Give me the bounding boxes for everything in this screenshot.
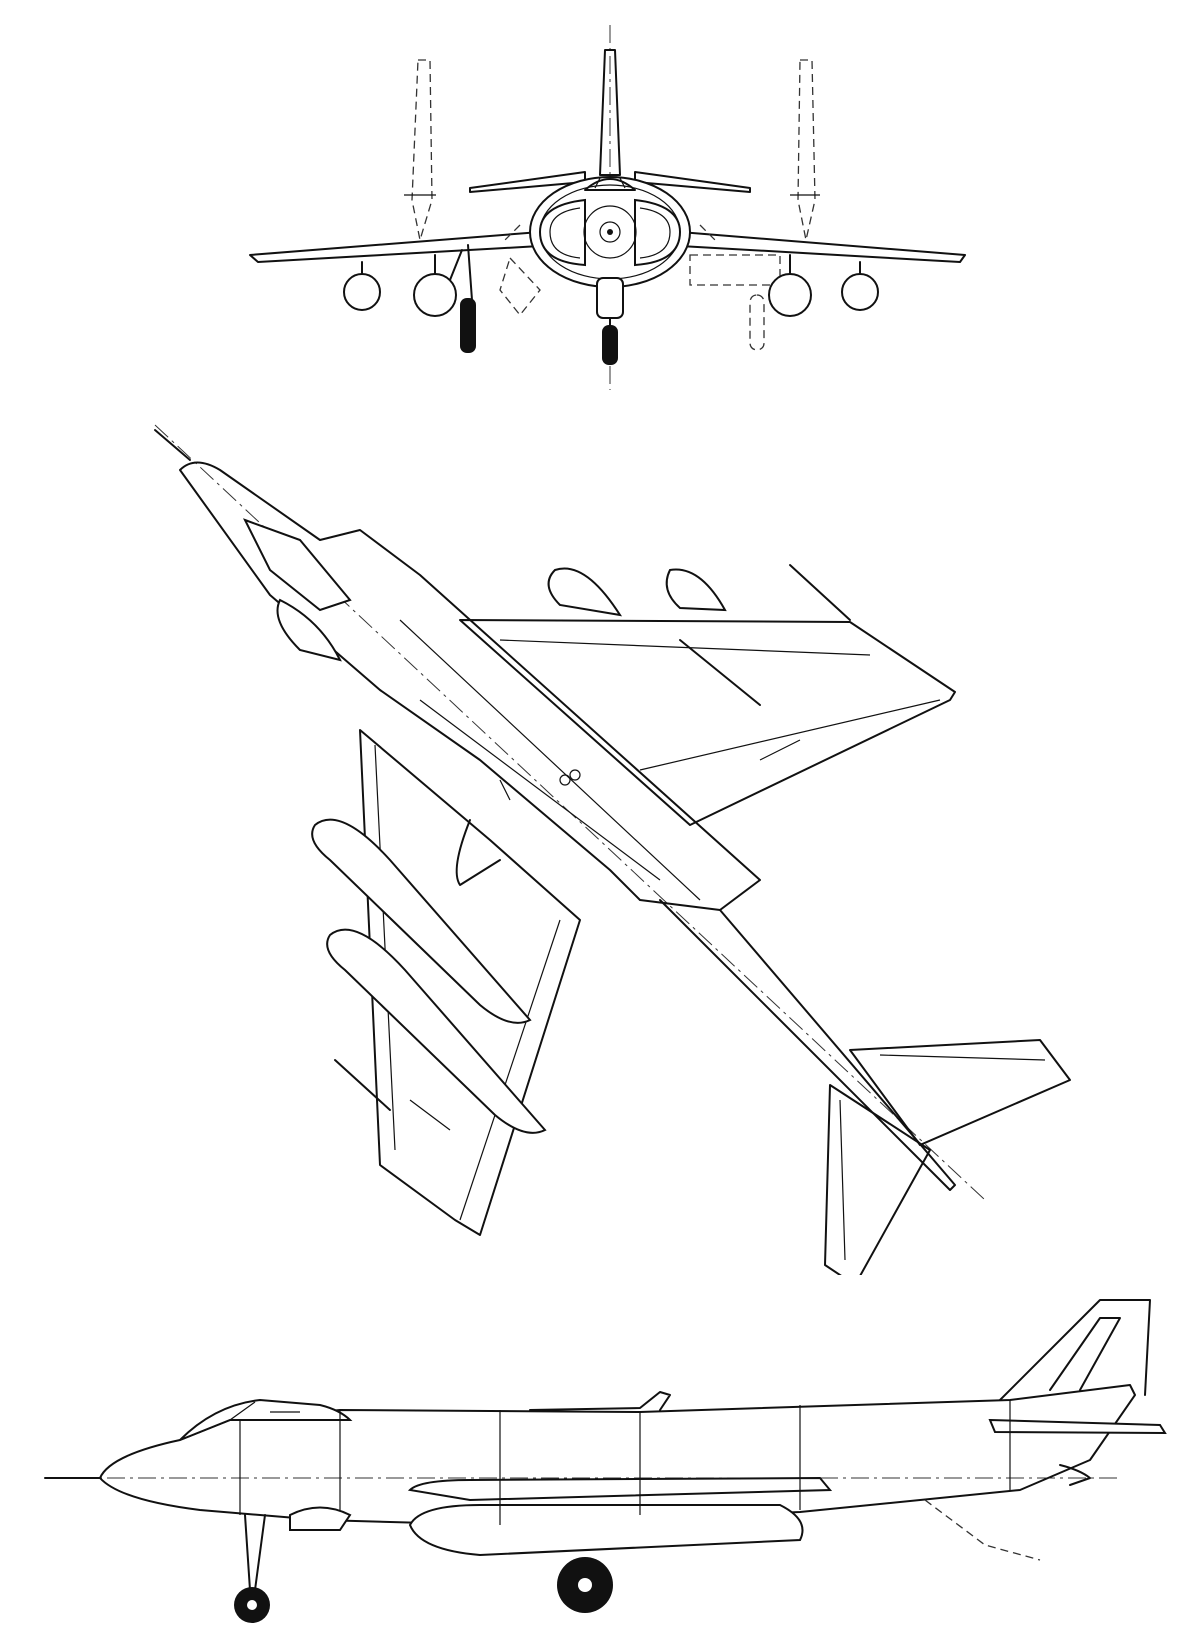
front-wing-right	[679, 231, 966, 263]
side-arrester-hook	[924, 1499, 1041, 1561]
top-tailplane-left	[824, 1084, 931, 1275]
front-tank-1	[343, 273, 381, 311]
front-main-wheel	[460, 298, 476, 353]
top-tank-right-2	[665, 568, 727, 612]
front-view-drawing	[249, 25, 966, 390]
side-view-drawing	[44, 1299, 1167, 1623]
side-drop-tank	[408, 1504, 804, 1557]
side-jet-pipe	[1059, 1464, 1091, 1486]
top-wing-right	[459, 619, 956, 826]
top-gear-door	[455, 819, 501, 886]
top-tank-left-1	[311, 818, 532, 1024]
front-gear-retracted-outline	[689, 254, 781, 286]
front-tank-2	[413, 273, 457, 317]
top-nose-probe	[154, 429, 191, 461]
top-rear-fuselage	[659, 899, 956, 1191]
front-view	[0, 0, 1200, 400]
front-intake-right	[634, 198, 682, 267]
side-fin	[999, 1299, 1151, 1401]
side-tailplane	[988, 1418, 1167, 1435]
top-fuselage	[179, 461, 761, 911]
side-pylon-tank	[407, 1476, 833, 1502]
front-tank-3	[768, 273, 812, 317]
top-wing-left	[359, 729, 581, 1236]
side-view	[0, 1270, 1200, 1649]
front-tank-4	[841, 273, 879, 311]
side-canopy	[179, 1398, 353, 1441]
top-canopy	[242, 518, 352, 612]
top-intake	[276, 598, 342, 662]
top-tank-right-1	[547, 567, 623, 617]
side-nose-gear-strut	[244, 1514, 251, 1591]
front-canopy	[584, 178, 636, 191]
side-rudder	[1049, 1317, 1121, 1391]
front-folded-wing-outline-left	[411, 59, 433, 241]
side-intake	[289, 1506, 352, 1531]
top-view	[0, 395, 1200, 1275]
side-dorsal-fairing	[529, 1391, 671, 1411]
top-missile-rail-2	[789, 564, 851, 621]
front-nose-wheel	[602, 325, 618, 365]
front-wing-left	[249, 231, 541, 263]
front-main-gear-strut	[467, 244, 473, 301]
front-nose	[583, 205, 637, 259]
front-fin	[599, 49, 621, 176]
front-folded-wing-outline-right	[797, 59, 816, 241]
top-missile-rail-1	[679, 639, 761, 706]
top-missile-rail-3	[334, 1059, 391, 1111]
top-tank-left-2	[326, 928, 547, 1134]
top-tailplane-right	[849, 1039, 1071, 1146]
top-view-drawing	[154, 424, 1071, 1275]
front-intake-left	[538, 198, 586, 267]
